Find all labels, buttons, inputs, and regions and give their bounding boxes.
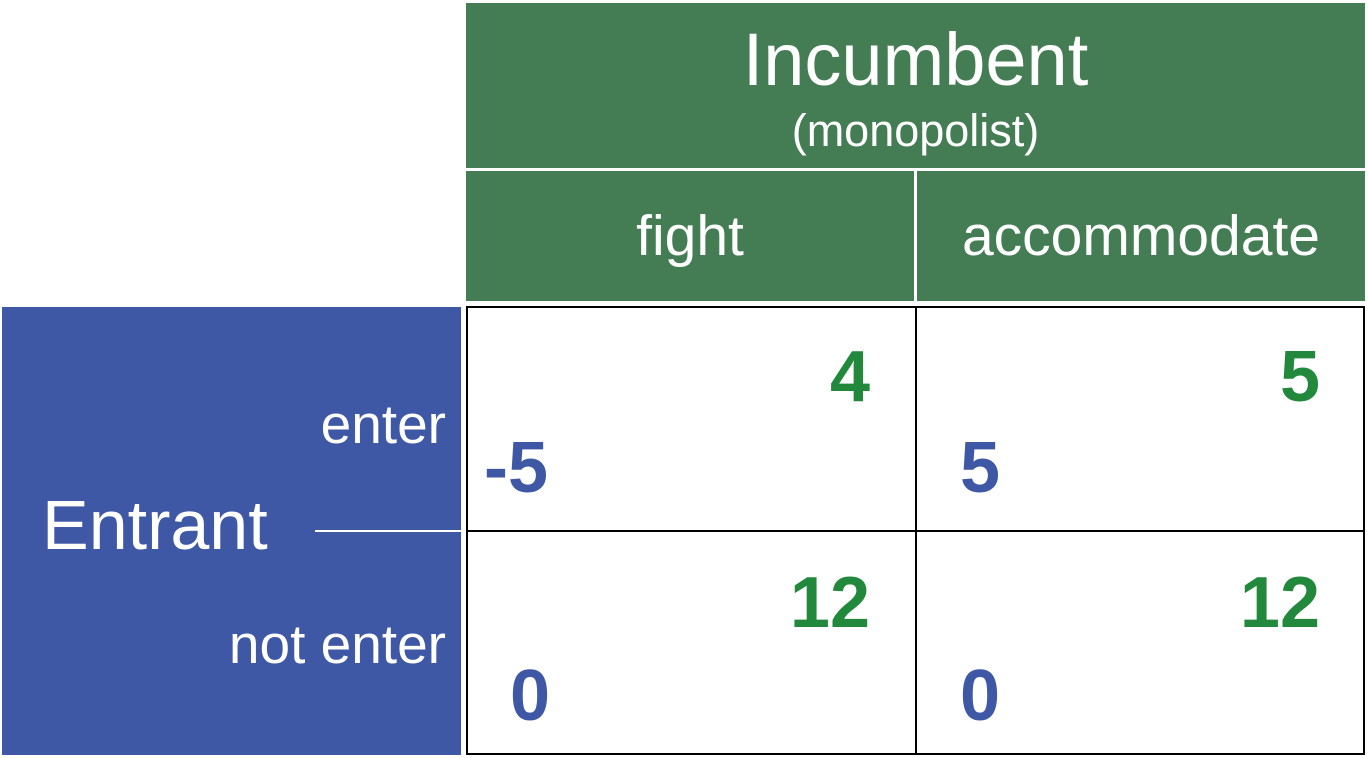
payoff-entrant-notenter-accommodate: 0 xyxy=(960,656,1001,736)
payoff-incumbent-enter-accommodate: 5 xyxy=(1279,337,1320,417)
incumbent-subtitle: (monopolist) xyxy=(791,105,1040,156)
payoff-entrant-notenter-fight: 0 xyxy=(510,656,551,736)
row-label-not-enter: not enter xyxy=(228,613,446,675)
entrant-title: Entrant xyxy=(42,486,268,564)
incumbent-header xyxy=(466,3,1365,168)
column-label-fight: fight xyxy=(636,204,744,268)
column-label-accommodate: accommodate xyxy=(961,204,1320,268)
payoff-incumbent-notenter-accommodate: 12 xyxy=(1239,563,1320,643)
incumbent-title: Incumbent xyxy=(742,18,1089,101)
column-header-accommodate: accommodate xyxy=(917,171,1365,301)
grid-horizontal-line xyxy=(466,530,1365,532)
row-label-enter: enter xyxy=(320,393,446,455)
column-header-fight: fight xyxy=(466,171,914,301)
row-divider xyxy=(315,530,461,532)
payoff-entrant-enter-fight: -5 xyxy=(484,428,549,508)
payoff-incumbent-notenter-fight: 12 xyxy=(789,563,870,643)
payoff-entrant-enter-accommodate: 5 xyxy=(960,428,1001,508)
payoff-incumbent-enter-fight: 4 xyxy=(829,337,870,417)
